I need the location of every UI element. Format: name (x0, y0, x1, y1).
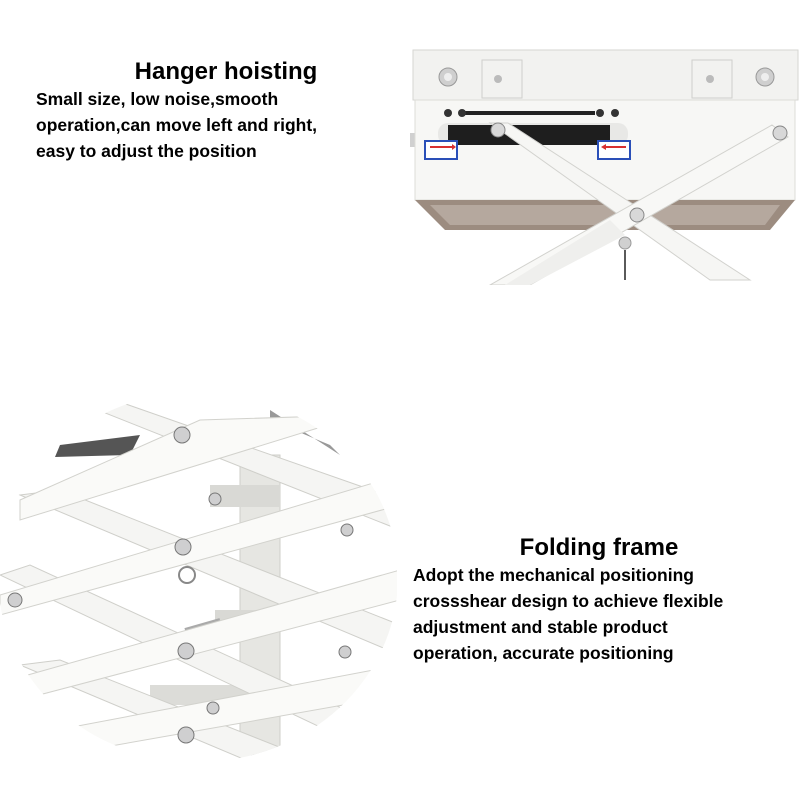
direction-label-left (597, 140, 631, 160)
hanger-motor-housing-photo (410, 45, 800, 285)
feature-folding-frame: Folding frame Adopt the mechanical posit… (413, 534, 800, 666)
feature-title: Hanger hoisting (134, 58, 318, 85)
direction-label-right (424, 140, 458, 160)
feature-title: Folding frame (519, 534, 679, 561)
feature-hanger-hoisting: Hanger hoisting Small size, low noise,sm… (36, 58, 376, 164)
feature-description: Small size, low noise,smooth operation,c… (36, 89, 318, 161)
scissor-folding-frame-photo (0, 395, 397, 760)
feature-description: Adopt the mechanical positioning crosssh… (413, 565, 724, 663)
